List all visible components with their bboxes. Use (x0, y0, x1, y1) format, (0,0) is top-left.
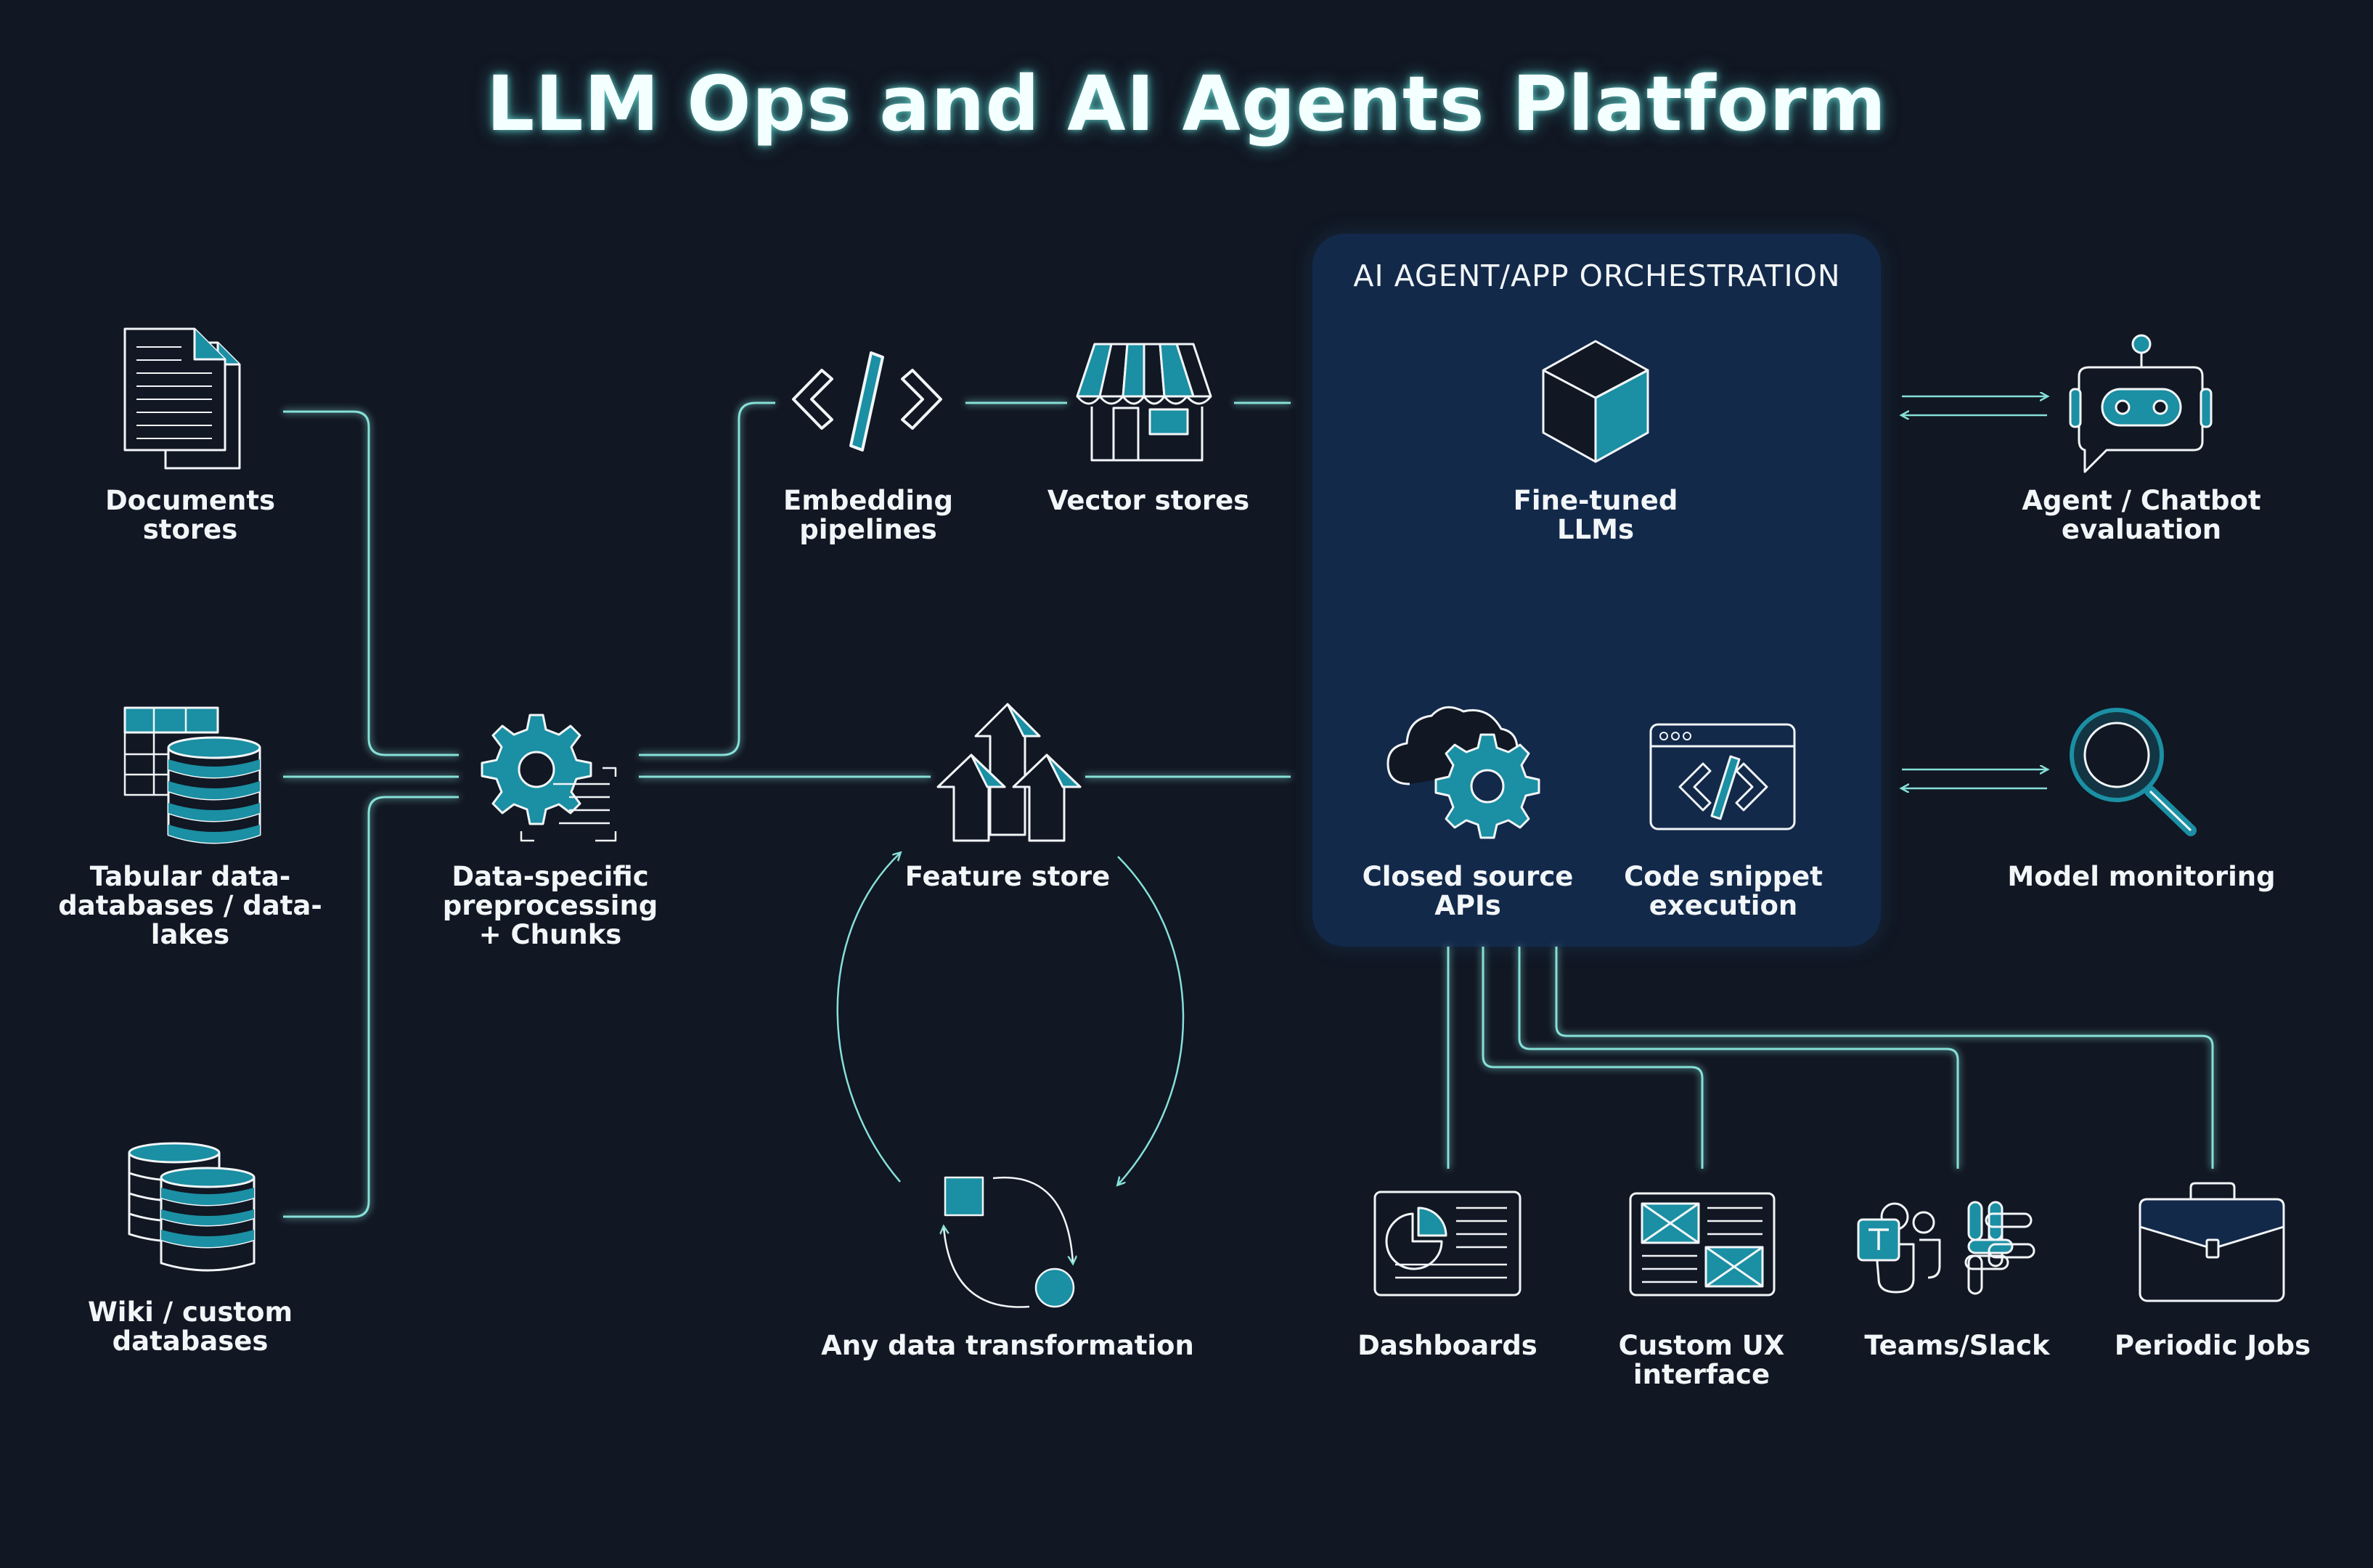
label-dashboards: Dashboards (1357, 1330, 1537, 1361)
connection-lines (283, 401, 2214, 1218)
connector-embedding (639, 401, 775, 756)
label-feature-store: Feature store (904, 861, 1111, 892)
gear-scan-icon (481, 714, 617, 842)
documents-icon (123, 327, 241, 470)
label-fine-tuned-llms: Fine-tuned LLMs (1513, 485, 1678, 545)
label-vector-stores: Vector stores (1047, 485, 1250, 516)
label-teams-slack: Teams/Slack (1864, 1330, 2050, 1361)
connector-documents (283, 410, 459, 756)
label-periodic-jobs: Periodic Jobs (2114, 1330, 2311, 1361)
robot-icon (2069, 334, 2213, 473)
connector-jobs (1555, 947, 2214, 1169)
storefront-icon (1076, 343, 1212, 462)
table-database-icon (123, 706, 261, 844)
code-brackets-icon (792, 351, 942, 452)
arrows-up-icon (936, 703, 1082, 842)
label-documents-stores: Documents stores (105, 485, 276, 545)
teams-slack-icon (1857, 1201, 2035, 1295)
label-agent-evaluation: Agent / Chatbot evaluation (2022, 485, 2261, 545)
briefcase-icon (2139, 1182, 2285, 1302)
transform-cycle-icon (944, 1176, 1074, 1308)
label-data-transformation: Any data transformation (821, 1330, 1194, 1361)
label-embedding-pipelines: Embedding pipelines (783, 485, 953, 545)
cycle-arrow-up (836, 853, 900, 1183)
cloud-gear-icon (1386, 706, 1540, 839)
cycle-arrow-down (1118, 856, 1185, 1185)
label-code-snippet-execution: Code snippet execution (1624, 861, 1823, 921)
code-window-icon (1649, 723, 1796, 830)
label-model-monitoring: Model monitoring (2007, 861, 2276, 892)
cube-icon (1542, 340, 1649, 463)
label-tabular-data: Tabular data- databases / data-lakes (58, 861, 322, 950)
evaluation-arrows (836, 396, 2047, 1185)
label-custom-ux: Custom UX interface (1618, 1330, 1785, 1390)
label-closed-source-apis: Closed source APIs (1362, 861, 1574, 921)
connector-teams (1518, 947, 1959, 1169)
page-title: LLM Ops and AI Agents Platform (486, 60, 1887, 148)
label-wiki-databases: Wiki / custom databases (87, 1297, 293, 1357)
connector-customux (1482, 947, 1704, 1169)
magnifier-icon (2070, 708, 2197, 836)
databases-icon (128, 1142, 256, 1272)
ui-layout-icon (1629, 1192, 1776, 1297)
label-preprocessing: Data-specific preprocessing + Chunks (442, 861, 658, 950)
dashboard-icon (1373, 1191, 1522, 1297)
orchestration-title: AI AGENT/APP ORCHESTRATION (1353, 258, 1841, 293)
connector-wiki (283, 796, 459, 1218)
